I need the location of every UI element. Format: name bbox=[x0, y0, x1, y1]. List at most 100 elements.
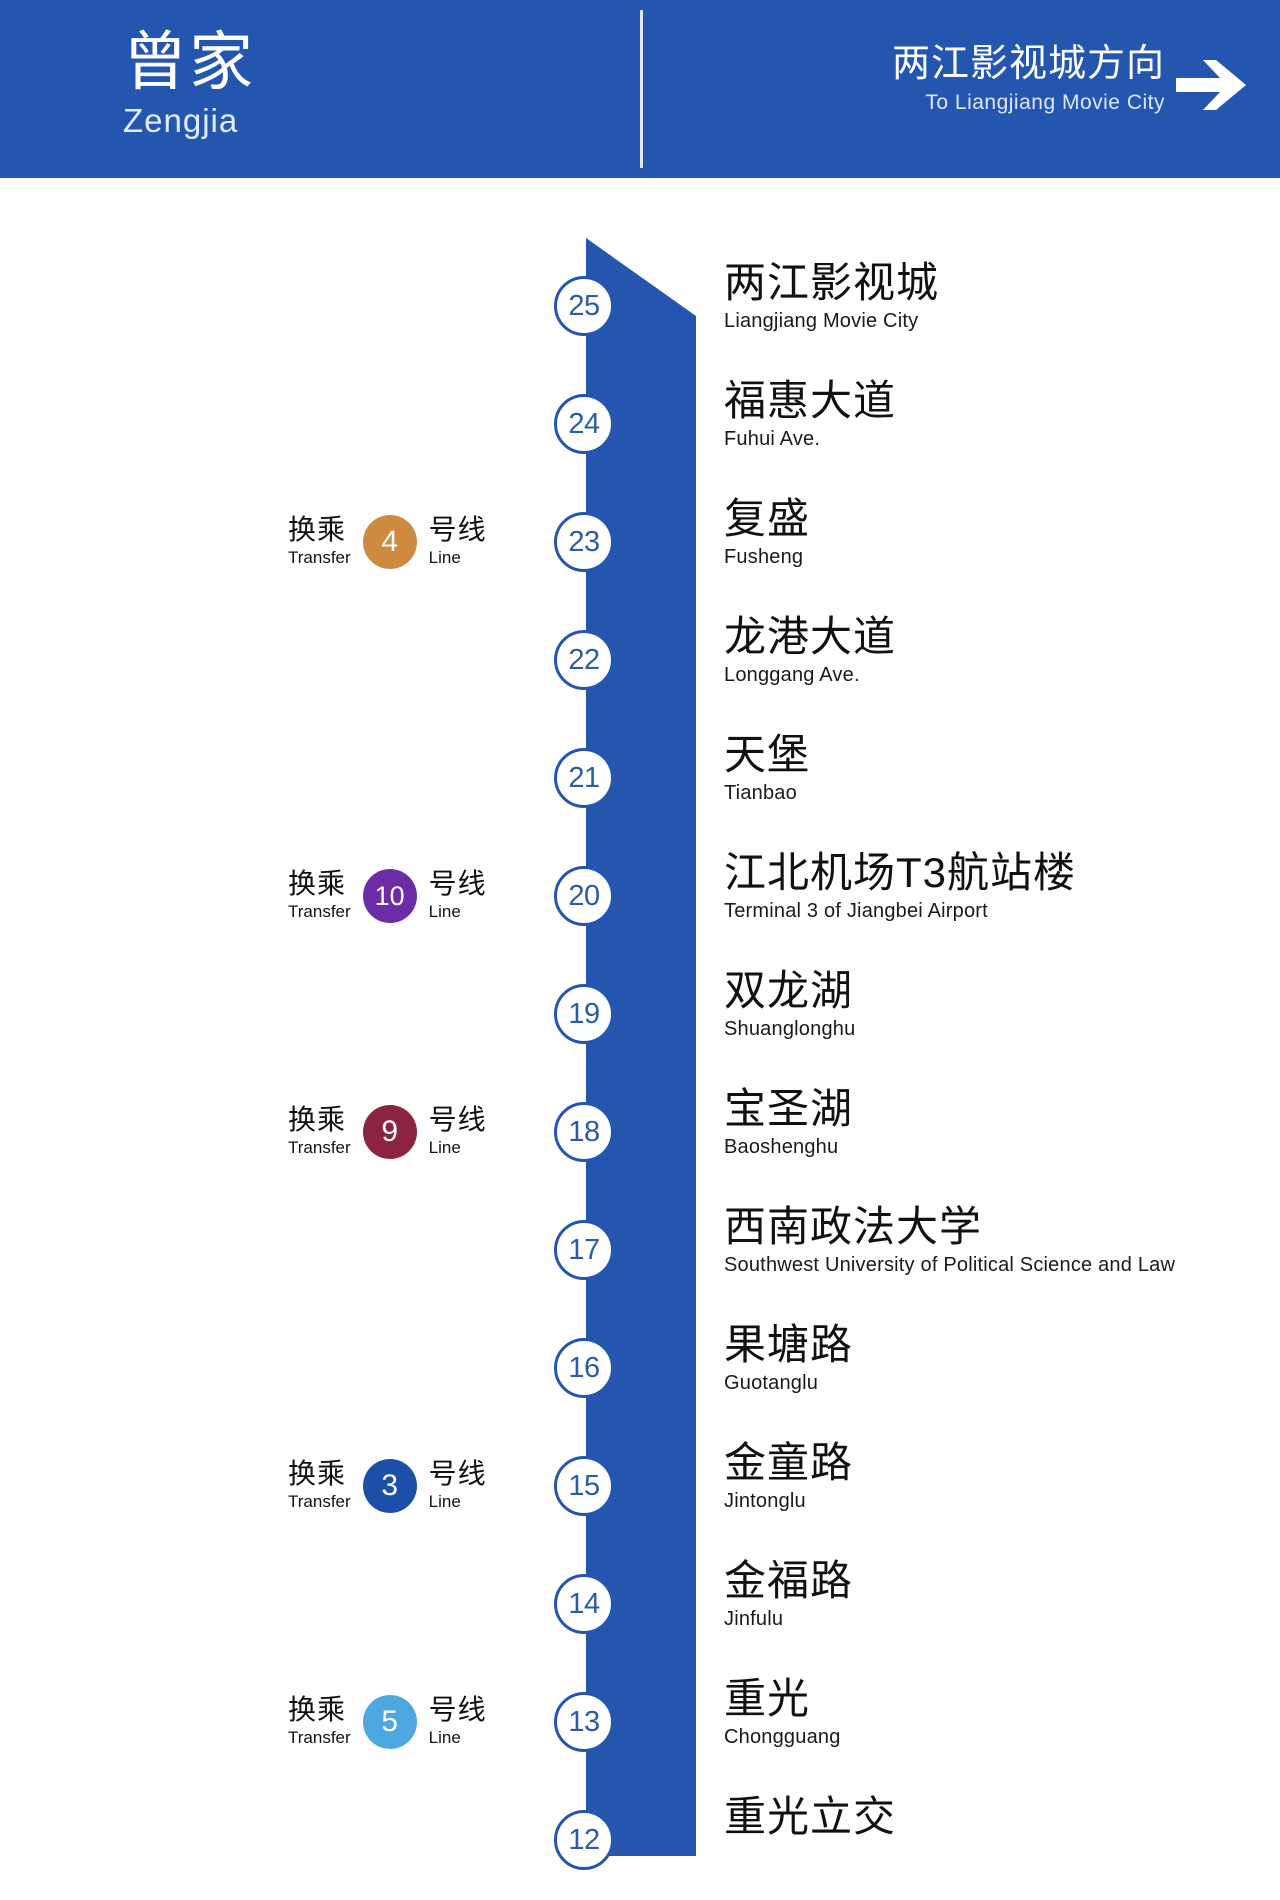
station-name-cn: 重光 bbox=[724, 1675, 811, 1722]
transfer-suffix-cn: 号线 bbox=[428, 1458, 487, 1489]
station-row[interactable]: 25 两江影视城 Liangjiang Movie City bbox=[0, 248, 1280, 366]
station-number-marker[interactable]: 18 bbox=[554, 1102, 614, 1162]
transfer-prefix-en: Transfer bbox=[288, 1728, 351, 1747]
direction-label-cn: 两江影视城方向 bbox=[891, 43, 1165, 85]
station-number-marker[interactable]: 13 bbox=[554, 1692, 614, 1752]
transfer-prefix-en: Transfer bbox=[288, 548, 351, 567]
station-row[interactable]: 12 重光立交 bbox=[0, 1782, 1280, 1900]
station-number-marker[interactable]: 12 bbox=[554, 1810, 614, 1870]
station-number-marker[interactable]: 19 bbox=[554, 984, 614, 1044]
station-name-cn: 重光立交 bbox=[724, 1793, 897, 1840]
station-name-cn: 果塘路 bbox=[724, 1321, 854, 1368]
direction-panel: 两江影视城方向 To Liangjiang Movie City bbox=[643, 0, 1280, 178]
station-row[interactable]: 16 果塘路 Guotanglu bbox=[0, 1310, 1280, 1428]
station-row[interactable]: 14 金福路 Jinfulu bbox=[0, 1546, 1280, 1664]
transfer-suffix-label: 号线 Line bbox=[429, 868, 487, 923]
transfer-prefix-label: 换乘 Transfer bbox=[288, 1458, 351, 1513]
station-number-marker[interactable]: 24 bbox=[554, 394, 614, 454]
station-number-marker[interactable]: 25 bbox=[554, 276, 614, 336]
station-name-block: 江北机场T3航站楼 Terminal 3 of Jiangbei Airport bbox=[724, 847, 1076, 924]
station-name-en: Jinfulu bbox=[724, 1608, 784, 1630]
station-number-marker[interactable]: 16 bbox=[554, 1338, 614, 1398]
station-name-cn: 复盛 bbox=[724, 495, 811, 542]
transfer-prefix-cn: 换乘 bbox=[288, 1694, 347, 1725]
transfer-prefix-en: Transfer bbox=[288, 1138, 351, 1157]
station-name-en: Baoshenghu bbox=[724, 1136, 839, 1158]
station-name-cn: 江北机场T3航站楼 bbox=[724, 849, 1077, 896]
transfer-prefix-label: 换乘 Transfer bbox=[288, 1694, 351, 1749]
station-name-block: 宝圣湖 Baoshenghu bbox=[724, 1083, 853, 1160]
station-name-block: 双龙湖 Shuanglonghu bbox=[724, 965, 855, 1042]
station-name-en: Shuanglonghu bbox=[724, 1018, 856, 1040]
transfer-prefix-en: Transfer bbox=[288, 1492, 351, 1511]
station-name-cn: 金福路 bbox=[724, 1557, 854, 1604]
station-row[interactable]: 19 双龙湖 Shuanglonghu bbox=[0, 956, 1280, 1074]
line-number-badge: 9 bbox=[362, 1104, 417, 1159]
transfer-suffix-cn: 号线 bbox=[428, 1104, 487, 1135]
station-number-marker[interactable]: 22 bbox=[554, 630, 614, 690]
transfer-prefix-en: Transfer bbox=[288, 902, 351, 921]
direction-label-en: To Liangjiang Movie City bbox=[925, 91, 1165, 114]
station-name-cn: 宝圣湖 bbox=[724, 1085, 854, 1132]
line-number-badge: 10 bbox=[362, 868, 417, 923]
station-name-block: 重光立交 bbox=[724, 1791, 896, 1843]
station-name-en: Guotanglu bbox=[724, 1372, 819, 1394]
station-name-cn: 两江影视城 bbox=[724, 259, 940, 306]
station-name-cn: 金童路 bbox=[724, 1439, 854, 1486]
station-name-block: 果塘路 Guotanglu bbox=[724, 1319, 853, 1396]
station-name-en: Terminal 3 of Jiangbei Airport bbox=[724, 900, 988, 922]
station-name-cn: 天堡 bbox=[724, 731, 811, 778]
line-number-badge: 3 bbox=[362, 1458, 417, 1513]
transfer-suffix-en: Line bbox=[428, 1492, 461, 1511]
transfer-suffix-en: Line bbox=[428, 1728, 461, 1747]
transfer-suffix-label: 号线 Line bbox=[429, 1458, 487, 1513]
station-number-marker[interactable]: 23 bbox=[554, 512, 614, 572]
transfer-suffix-cn: 号线 bbox=[428, 514, 487, 545]
transfer-suffix-cn: 号线 bbox=[428, 1694, 487, 1725]
station-number-marker[interactable]: 14 bbox=[554, 1574, 614, 1634]
transfer-suffix-en: Line bbox=[428, 902, 461, 921]
station-name-block: 西南政法大学 Southwest University of Political … bbox=[724, 1201, 1175, 1278]
current-station-name-cn: 曾家 bbox=[123, 26, 255, 98]
transfer-suffix-label: 号线 Line bbox=[429, 1694, 487, 1749]
sign-header: 曾家 Zengjia 两江影视城方向 To Liangjiang Movie C… bbox=[0, 0, 1280, 178]
station-name-en: Southwest University of Political Scienc… bbox=[724, 1254, 1176, 1276]
station-number-marker[interactable]: 21 bbox=[554, 748, 614, 808]
station-number-marker[interactable]: 15 bbox=[554, 1456, 614, 1516]
arrow-right-icon bbox=[1176, 56, 1248, 114]
station-number-marker[interactable]: 17 bbox=[554, 1220, 614, 1280]
transfer-suffix-cn: 号线 bbox=[428, 868, 487, 899]
transfer-prefix-cn: 换乘 bbox=[288, 1458, 347, 1489]
station-number-marker[interactable]: 20 bbox=[554, 866, 614, 926]
station-name-en: Longgang Ave. bbox=[724, 664, 860, 686]
transfer-suffix-label: 号线 Line bbox=[429, 514, 487, 569]
station-name-en: Liangjiang Movie City bbox=[724, 310, 919, 332]
station-row[interactable]: 17 西南政法大学 Southwest University of Politica… bbox=[0, 1192, 1280, 1310]
station-name-cn: 双龙湖 bbox=[724, 967, 854, 1014]
current-station-name-en: Zengjia bbox=[123, 102, 239, 139]
current-station-panel: 曾家 Zengjia bbox=[0, 0, 640, 178]
transfer-suffix-en: Line bbox=[428, 548, 461, 567]
station-name-cn: 西南政法大学 bbox=[724, 1203, 983, 1250]
transfer-indicator-line-3[interactable]: 换乘 Transfer 3 号线 Line bbox=[288, 1458, 487, 1513]
